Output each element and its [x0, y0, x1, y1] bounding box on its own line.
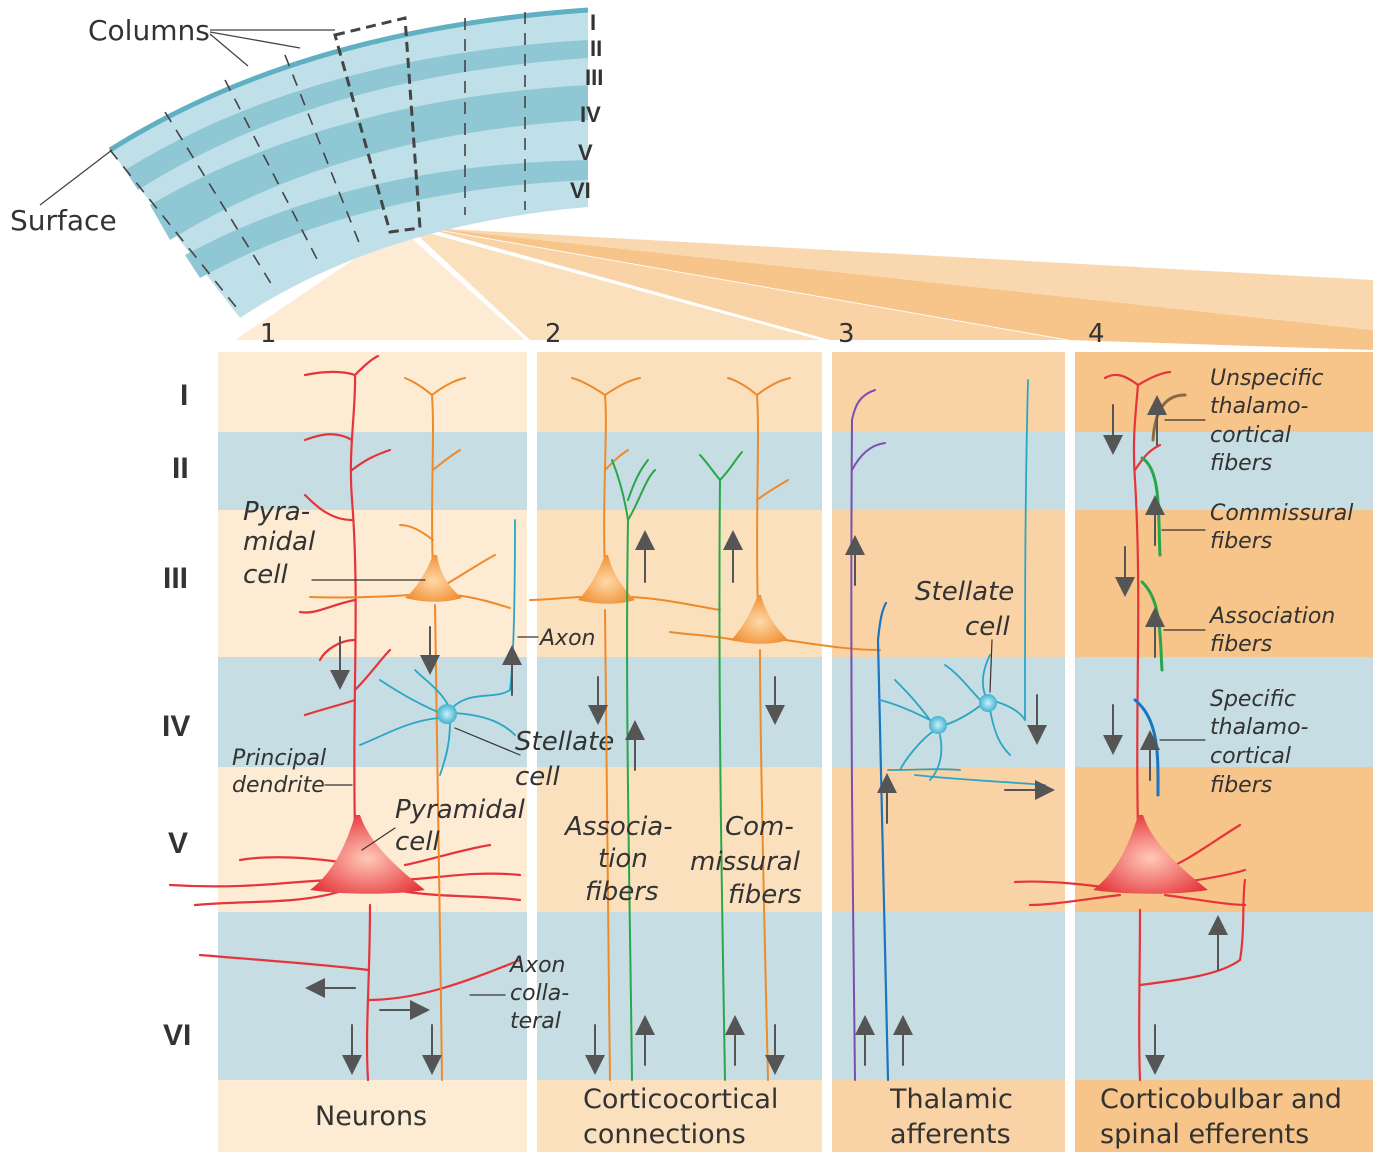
layer-label-6: VI [163, 1019, 191, 1052]
p2-comm-1: Com- [725, 812, 794, 842]
p1-stellate-1: Stellate [515, 727, 614, 757]
caption-corticocortical-1: Corticocortical [583, 1084, 778, 1115]
top-layer-6: VI [570, 178, 591, 203]
p3-stellate-1: Stellate [915, 577, 1014, 607]
p4-unspec-2: thalamo- [1210, 394, 1309, 419]
layer-label-4: IV [162, 710, 190, 743]
layer-label-2: II [172, 452, 189, 485]
layer-labels: I II III IV V VI [162, 379, 191, 1052]
p2-assoc-3: fibers [585, 877, 659, 907]
p1-pyramidal-upper-3: cell [243, 560, 289, 590]
stellate-soma-p1 [437, 704, 457, 724]
p4-spec-1: Specific [1210, 687, 1296, 712]
panel-2-number: 2 [545, 319, 562, 349]
p4-spec-3: cortical [1210, 744, 1291, 769]
p2-assoc-1: Associa- [563, 812, 673, 842]
p2-comm-3: fibers [728, 880, 802, 910]
layer-label-3: III [163, 562, 188, 595]
p3-stellate-2: cell [965, 612, 1011, 642]
caption-efferents-1: Corticobulbar and [1100, 1084, 1342, 1115]
panel-3-number: 3 [838, 319, 855, 349]
p1-collateral-3: teral [510, 1009, 561, 1034]
cortex-curve [40, 10, 1373, 350]
p1-collateral-2: colla- [510, 981, 569, 1006]
top-layer-1: I [590, 10, 596, 35]
caption-thalamic-1: Thalamic [889, 1084, 1013, 1115]
p4-comm-1: Commissural [1210, 501, 1353, 526]
panel-4-number: 4 [1088, 319, 1105, 349]
p2-assoc-2: tion [598, 844, 648, 874]
p1-principal-2: dendrite [232, 773, 325, 798]
p2-comm-2: missural [690, 847, 801, 877]
p4-unspec-1: Unspecific [1210, 366, 1324, 391]
caption-thalamic-2: afferents [890, 1119, 1011, 1150]
p1-pyramidal-upper-1: Pyra- [243, 497, 310, 527]
p4-unspec-4: fibers [1210, 451, 1272, 476]
p1-pyramidal-lower-2: cell [395, 827, 441, 857]
p1-principal-1: Principal [232, 746, 326, 771]
columns-label: Columns [88, 14, 210, 47]
p4-comm-2: fibers [1210, 529, 1272, 554]
caption-efferents-2: spinal efferents [1100, 1119, 1309, 1150]
p4-unspec-3: cortical [1210, 423, 1291, 448]
p4-assoc-2: fibers [1210, 632, 1272, 657]
p1-stellate-2: cell [515, 762, 561, 792]
caption-neurons: Neurons [315, 1101, 427, 1132]
p1-collateral-1: Axon [508, 953, 565, 978]
top-layer-3: III [585, 65, 603, 90]
top-layer-4: IV [580, 102, 601, 127]
p4-spec-2: thalamo- [1210, 715, 1309, 740]
top-layer-5: V [578, 140, 593, 165]
p1-pyramidal-upper-2: midal [243, 527, 316, 557]
p3-stellate-soma-2 [979, 694, 997, 712]
p4-assoc-1: Association [1208, 604, 1335, 629]
p1-pyramidal-lower-1: Pyramidal [395, 795, 526, 825]
p4-spec-4: fibers [1210, 773, 1272, 798]
caption-corticocortical-2: connections [583, 1119, 746, 1150]
layer-label-5: V [168, 827, 188, 860]
panel-1-number: 1 [260, 319, 277, 349]
panel-3-bg [832, 352, 1065, 1152]
top-layer-2: II [590, 36, 602, 61]
surface-label: Surface [10, 204, 117, 237]
p3-stellate-soma-1 [929, 716, 947, 734]
layer-label-1: I [180, 379, 188, 412]
p1-axon: Axon [538, 626, 595, 651]
